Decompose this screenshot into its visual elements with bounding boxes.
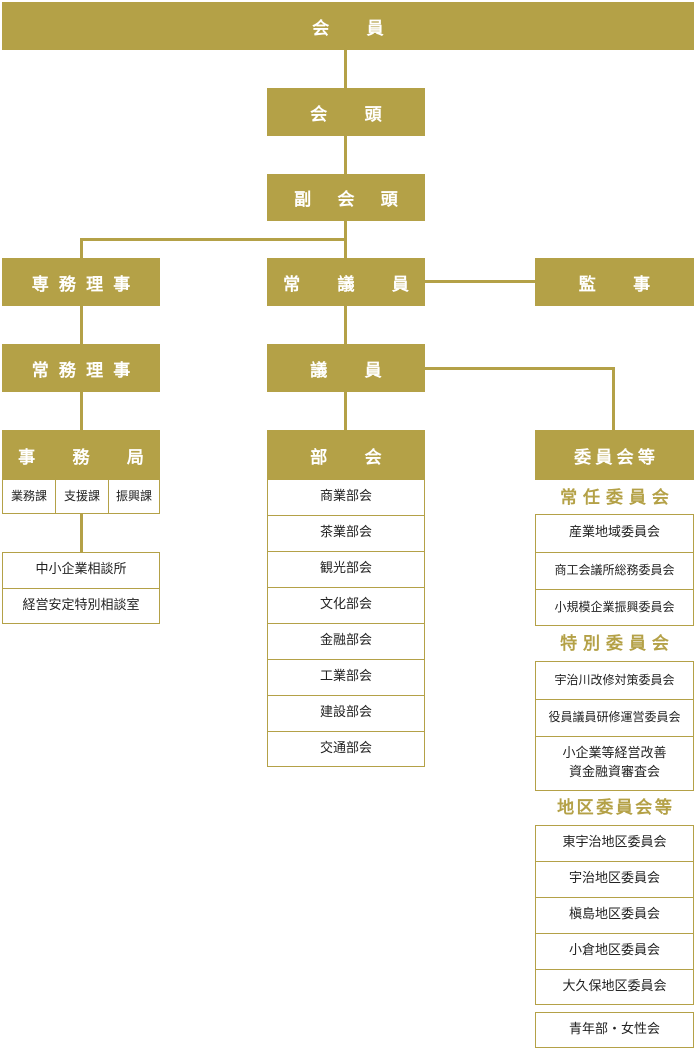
- secretariat-box: 事 務 局: [2, 430, 160, 480]
- division-cell: 建設部会: [267, 695, 425, 732]
- connector-line: [344, 136, 347, 174]
- standing-councilors-box: 常 議 員: [267, 258, 425, 306]
- committee-cell: 商工会議所総務委員会: [535, 552, 694, 590]
- committee-cell: 宇治地区委員会: [535, 861, 694, 898]
- divisions-box: 部 会: [267, 430, 425, 480]
- committee-cell: 宇治川改修対策委員会: [535, 661, 694, 700]
- division-cell: 茶業部会: [267, 515, 425, 552]
- committee-cell: 小倉地区委員会: [535, 933, 694, 970]
- connector-line: [80, 306, 83, 344]
- connector-line: [80, 238, 347, 241]
- section-cell: 支援課: [55, 479, 109, 514]
- attached-office-cell: 経営安定特別相談室: [2, 588, 160, 624]
- councilors-box: 議 員: [267, 344, 425, 392]
- division-cell: 工業部会: [267, 659, 425, 696]
- connector-line: [80, 238, 83, 258]
- connector-line: [344, 306, 347, 344]
- section-cell: 振興課: [108, 479, 160, 514]
- members-box: 会 員: [2, 2, 694, 50]
- connector-line: [344, 50, 347, 88]
- section-cell: 業務課: [2, 479, 56, 514]
- connector-line: [80, 514, 83, 552]
- committee-cell: 役員議員研修運営委員会: [535, 699, 694, 737]
- committee-cell: 小企業等経営改善 資金融資審査会: [535, 736, 694, 791]
- vice-chairman-box: 副 会 頭: [267, 174, 425, 221]
- committees-box: 委員会等: [535, 430, 694, 480]
- connector-line: [344, 392, 347, 430]
- division-cell: 観光部会: [267, 551, 425, 588]
- chairman-box: 会 頭: [267, 88, 425, 136]
- connector-line: [612, 367, 615, 430]
- auditor-box: 監 事: [535, 258, 694, 306]
- executive-director-box: 専務理事: [2, 258, 160, 306]
- committee-cell: 小規模企業振興委員会: [535, 589, 694, 626]
- connector-line: [425, 367, 614, 370]
- committee-cell: 大久保地区委員会: [535, 969, 694, 1005]
- committee-cell: 東宇治地区委員会: [535, 825, 694, 862]
- division-cell: 文化部会: [267, 587, 425, 624]
- division-cell: 商業部会: [267, 479, 425, 516]
- youth-women-cell: 青年部・女性会: [535, 1012, 694, 1048]
- standing-committees-heading: 常任委員会: [560, 488, 675, 508]
- managing-director-box: 常務理事: [2, 344, 160, 392]
- division-cell: 交通部会: [267, 731, 425, 767]
- committee-cell: 槇島地区委員会: [535, 897, 694, 934]
- connector-line: [80, 392, 83, 430]
- connector-line: [425, 280, 537, 283]
- district-committees-heading: 地区委員会等: [557, 798, 675, 818]
- attached-office-cell: 中小企業相談所: [2, 552, 160, 589]
- committee-cell: 産業地域委員会: [535, 514, 694, 553]
- special-committees-heading: 特別委員会: [560, 634, 675, 654]
- division-cell: 金融部会: [267, 623, 425, 660]
